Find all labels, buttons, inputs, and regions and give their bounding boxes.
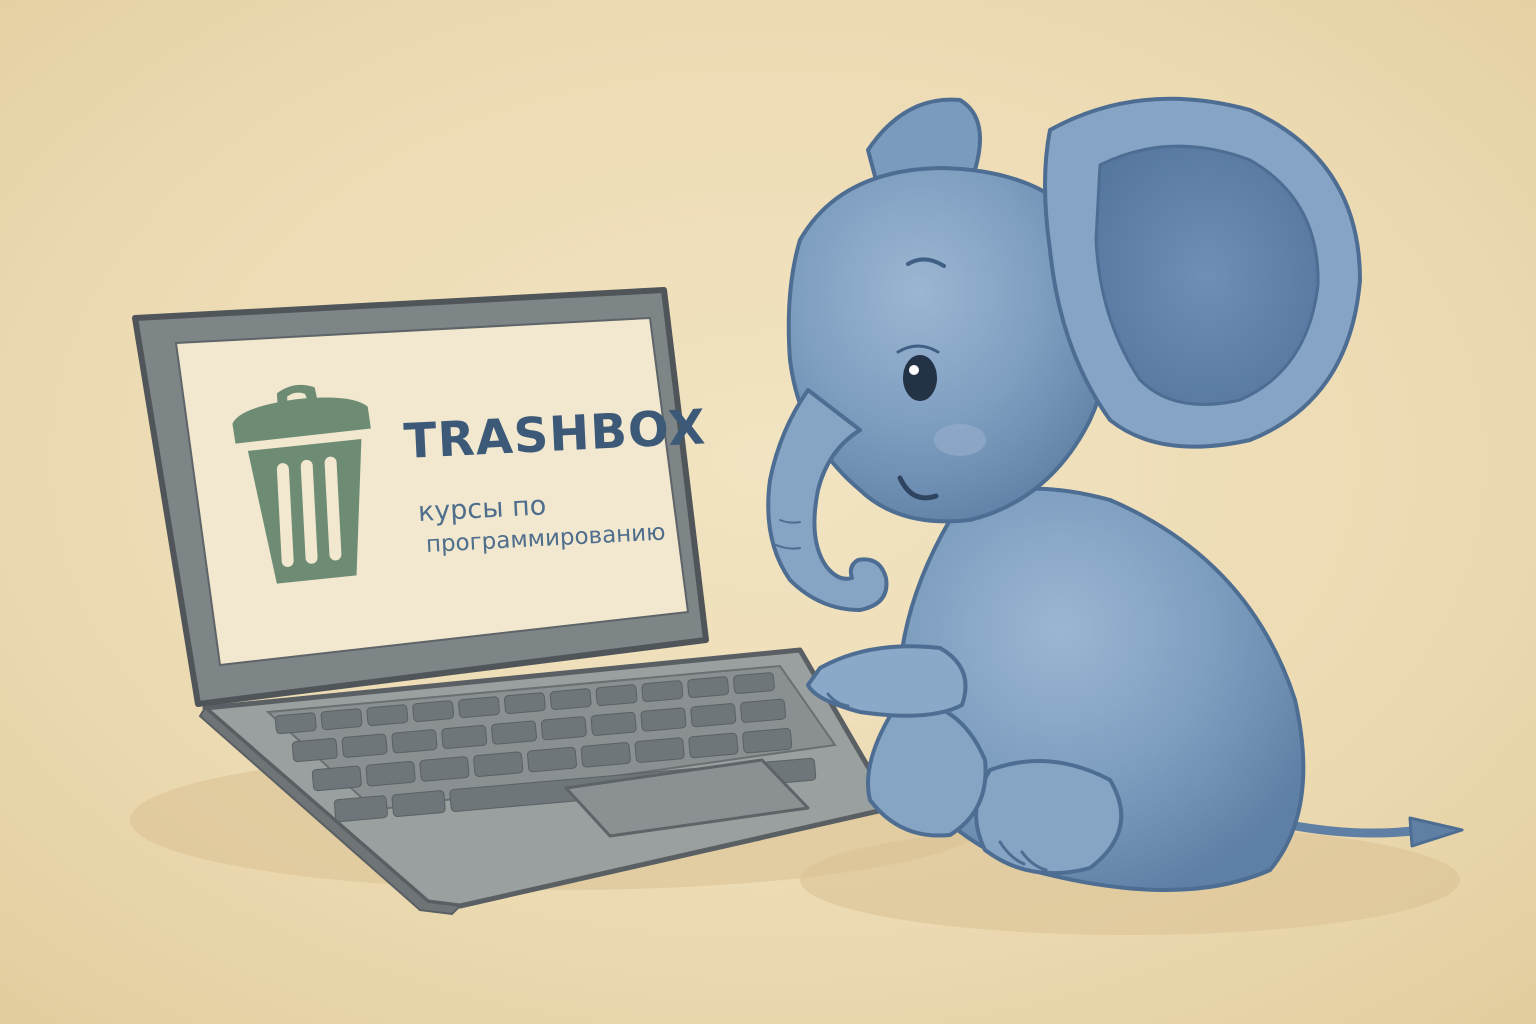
elephant-eye — [903, 355, 937, 401]
elephant-back-leg — [974, 759, 1124, 876]
trackpad — [564, 758, 810, 838]
elephant-front-leg — [866, 698, 988, 838]
elephant-tail — [1285, 820, 1425, 838]
elephant-eyebrow — [906, 257, 946, 268]
laptop — [132, 287, 895, 916]
elephant-cheek — [934, 424, 986, 456]
laptop-base-edge — [198, 706, 463, 916]
elephant-trunk — [766, 388, 889, 612]
trash-can-icon — [232, 384, 371, 584]
elephant — [766, 96, 1464, 892]
brand-name: TRASHBOX — [402, 399, 708, 470]
elephant-mouth — [897, 475, 939, 501]
tagline-line-1: курсы по — [417, 490, 547, 528]
elephant-ear-inner — [1094, 144, 1320, 406]
elephant-arm — [806, 644, 968, 718]
laptop-screen — [174, 316, 690, 667]
elephant-head — [786, 166, 1115, 524]
